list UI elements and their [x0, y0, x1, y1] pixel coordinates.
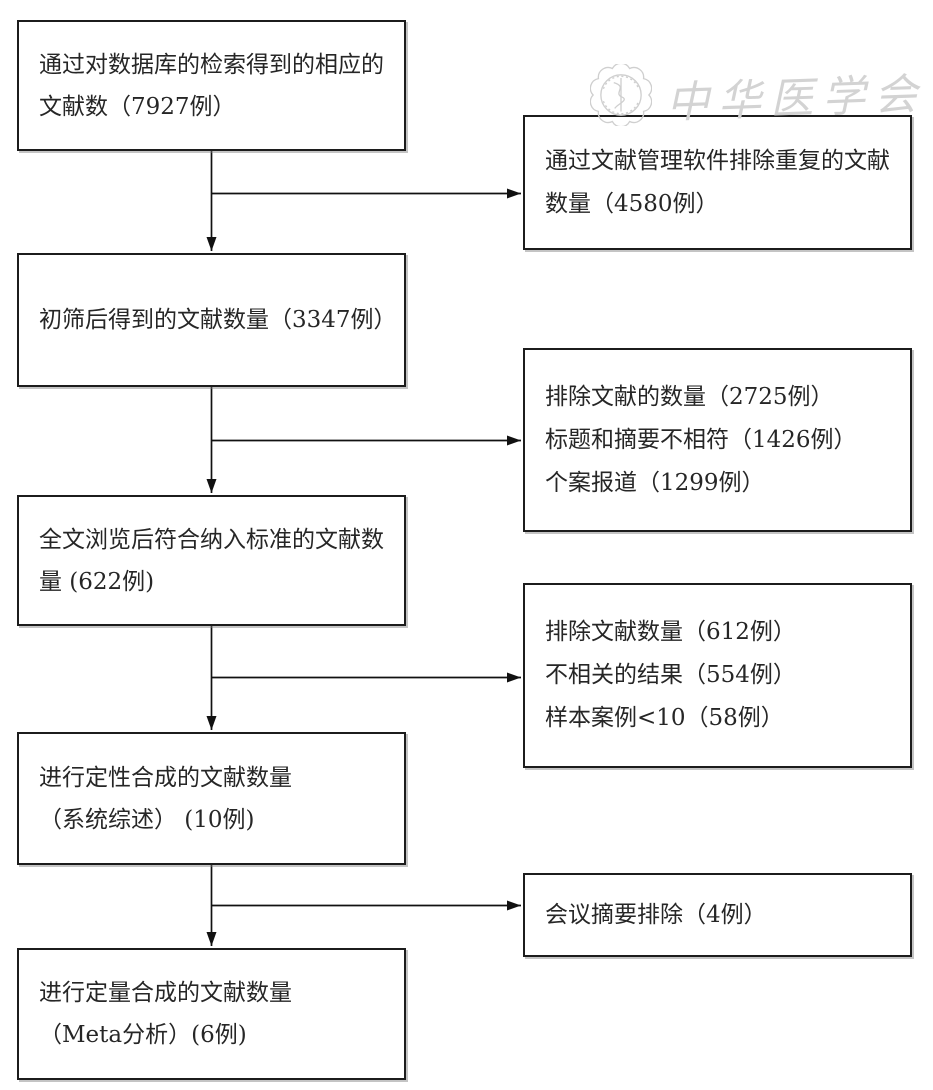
box-line: 通过对数据库的检索得到的相应的 — [39, 51, 384, 78]
box-conference-abstracts-excluded: 会议摘要排除（4例） — [523, 873, 912, 957]
box-line: 量 (622例) — [39, 568, 155, 595]
box-line: 个案报道（1299例） — [545, 469, 765, 496]
box-line: 进行定量合成的文献数量 — [39, 980, 292, 1006]
box-initial-screening-result: 初筛后得到的文献数量（3347例） — [17, 253, 406, 387]
box-line: 数量（4580例） — [545, 190, 719, 217]
box-line: 排除文献数量（612例） — [545, 619, 796, 645]
box-quantitative-synthesis: 进行定量合成的文献数量 （Meta分析）(6例) — [17, 948, 406, 1080]
box-excluded-after-screening: 排除文献的数量（2725例） 标题和摘要不相符（1426例） 个案报道（1299… — [523, 348, 912, 532]
box-line: （Meta分析）(6例) — [39, 1022, 247, 1048]
box-line: 标题和摘要不相符（1426例） — [545, 426, 857, 453]
box-line: 进行定性合成的文献数量 — [39, 764, 292, 791]
box-line: 排除文献的数量（2725例） — [545, 383, 834, 410]
box-qualitative-synthesis: 进行定性合成的文献数量 （系统综述） (10例) — [17, 732, 406, 865]
box-fulltext-eligible: 全文浏览后符合纳入标准的文献数 量 (622例) — [17, 495, 406, 626]
box-line: 样本案例<10（58例） — [545, 705, 784, 731]
box-line: 文献数（7927例） — [39, 93, 236, 120]
box-line: 会议摘要排除（4例） — [545, 901, 767, 928]
box-line: 通过文献管理软件排除重复的文献 — [545, 147, 890, 174]
box-line: 不相关的结果（554例） — [545, 662, 796, 688]
box-duplicates-removed: 通过文献管理软件排除重复的文献 数量（4580例） — [523, 115, 912, 250]
box-line: （系统综述） (10例) — [39, 806, 255, 833]
box-excluded-after-fulltext: 排除文献数量（612例） 不相关的结果（554例） 样本案例<10（58例） — [523, 583, 912, 768]
box-line: 初筛后得到的文献数量（3347例） — [39, 307, 397, 333]
box-line: 全文浏览后符合纳入标准的文献数 — [39, 526, 384, 553]
box-database-records: 通过对数据库的检索得到的相应的 文献数（7927例） — [17, 20, 406, 151]
